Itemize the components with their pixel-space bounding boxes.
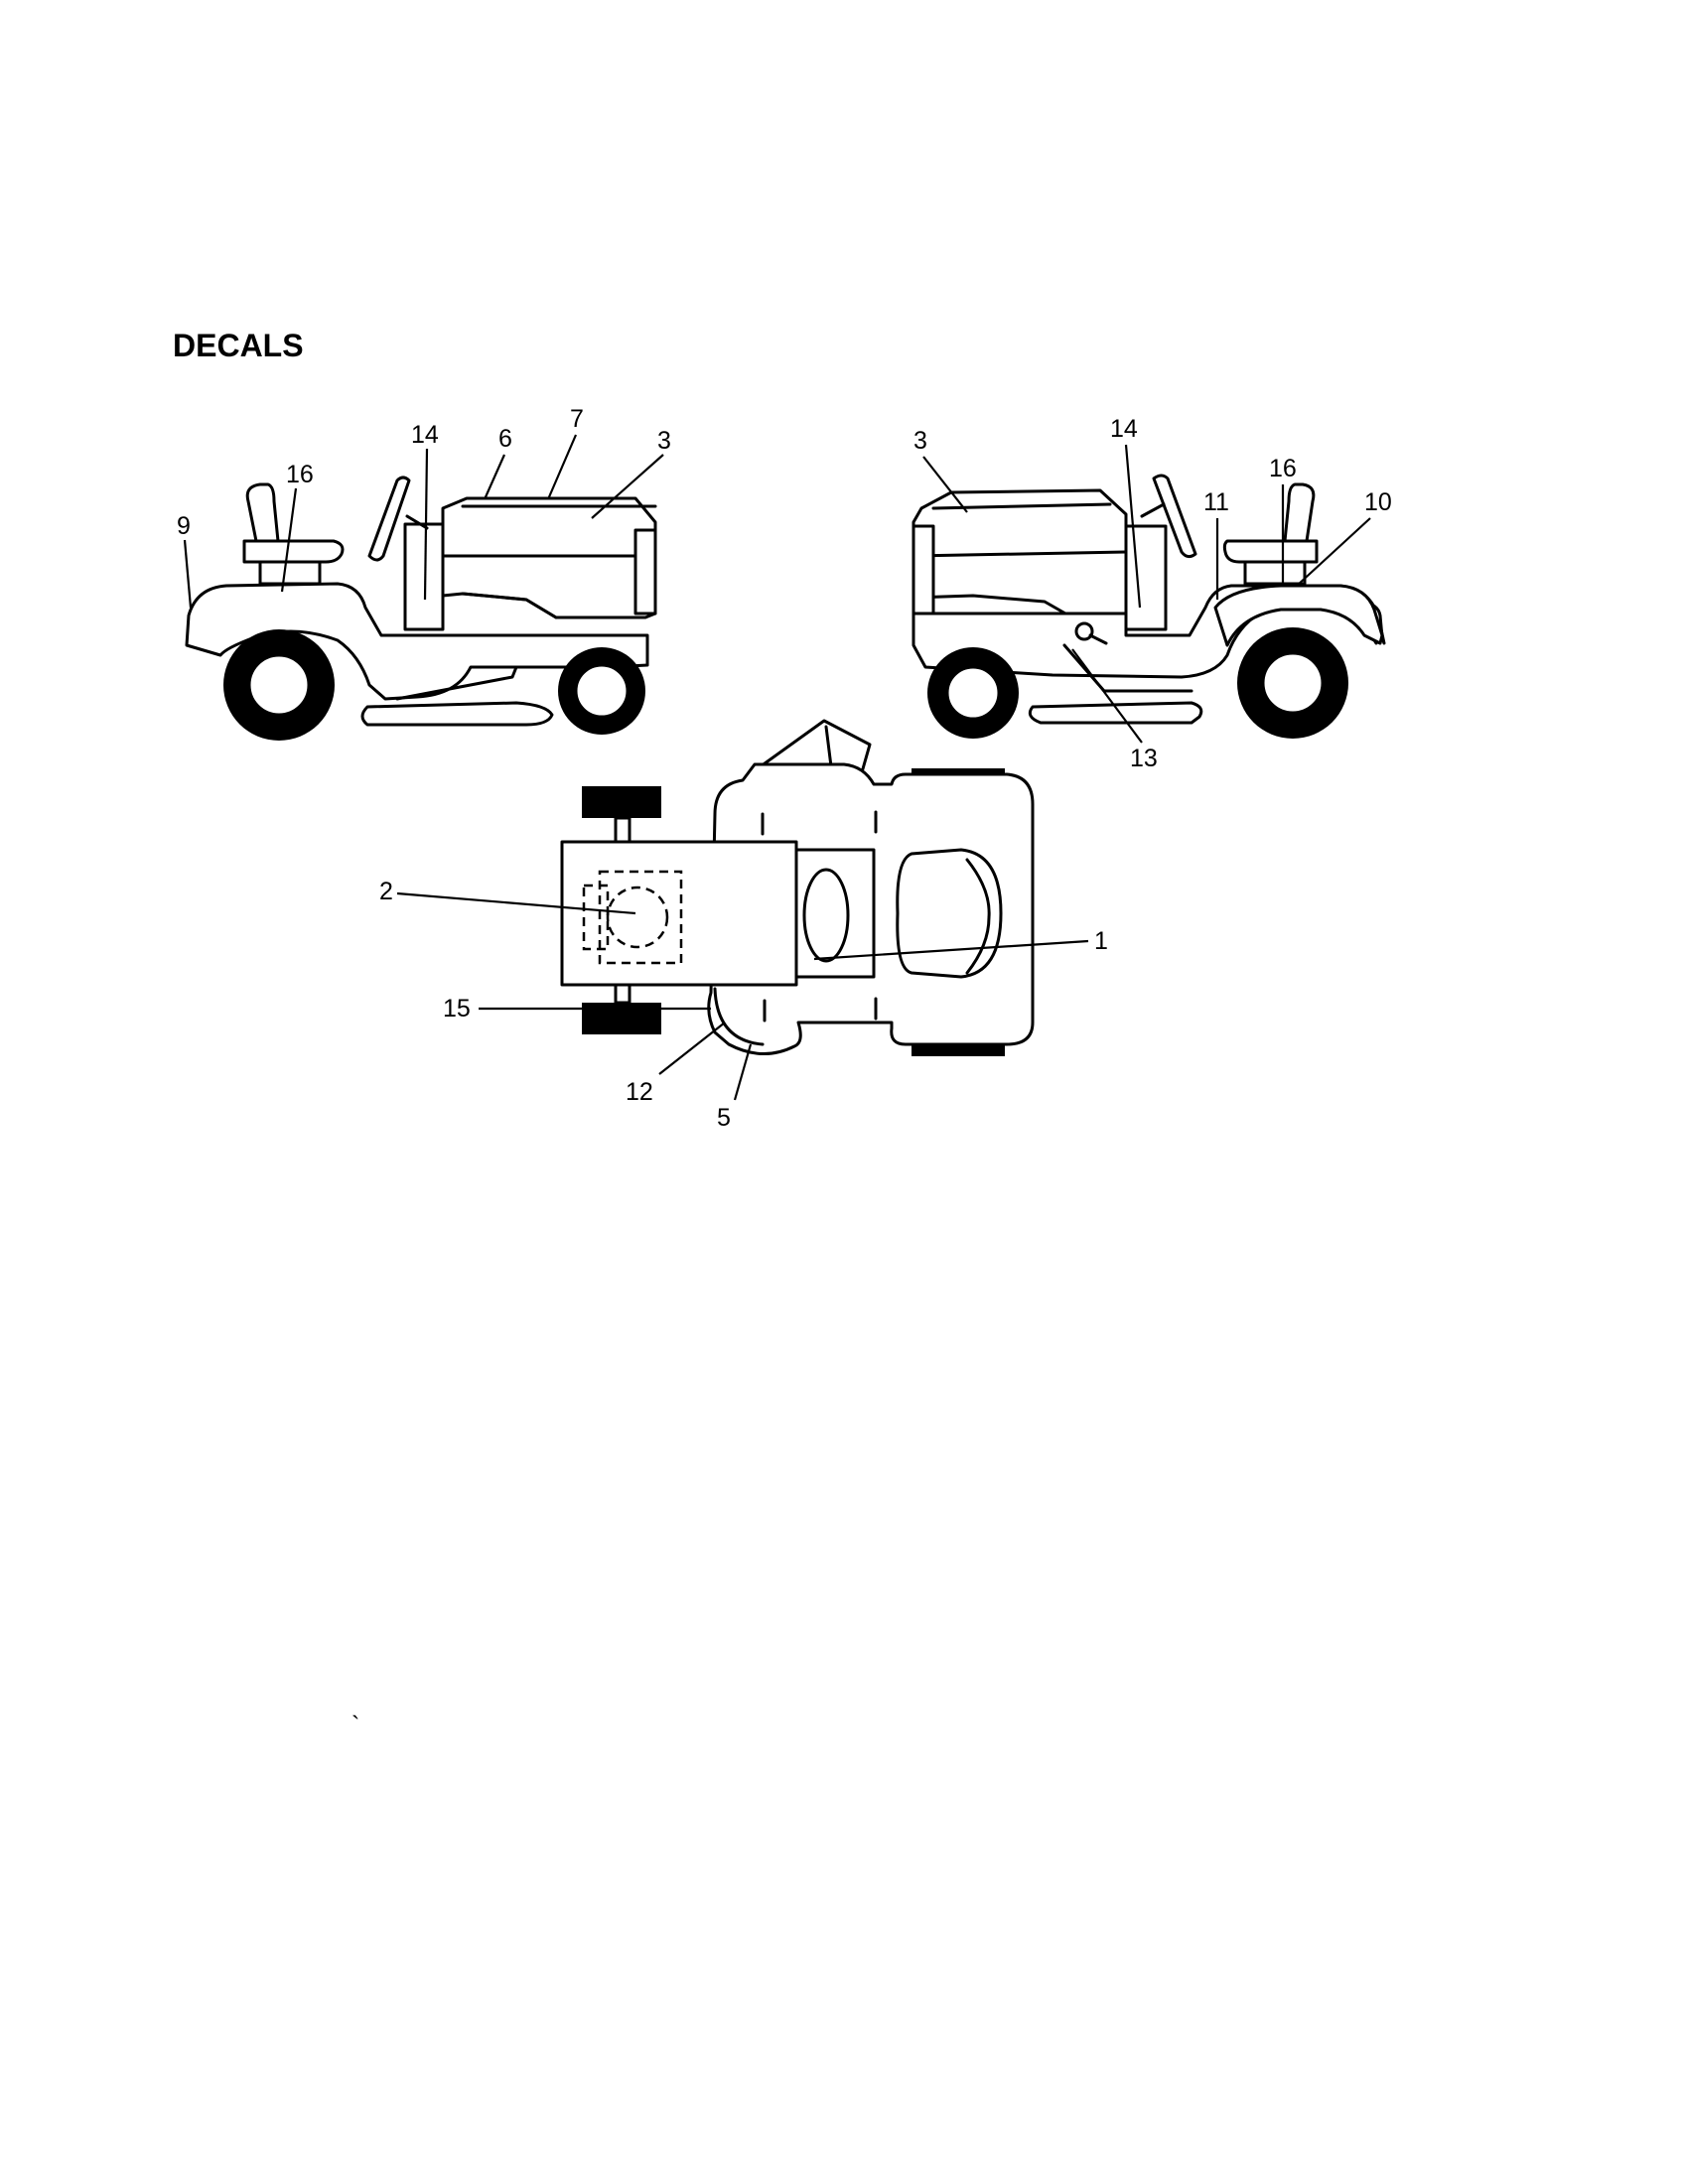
right-view-callouts: 3 14 11 16 10 13: [913, 415, 1392, 772]
callout-9-left: 9: [177, 512, 191, 540]
callout-14-left: 14: [411, 421, 439, 449]
callout-14-right: 14: [1110, 415, 1138, 443]
callout-7-left: 7: [570, 405, 584, 433]
callout-5-top: 5: [717, 1104, 731, 1132]
callout-16-left: 16: [286, 461, 314, 488]
callout-12-top: 12: [626, 1078, 653, 1106]
callout-3-left: 3: [657, 427, 671, 455]
callout-15-top: 15: [443, 995, 471, 1023]
stray-mark: `: [351, 1711, 359, 1739]
tractor-right-side-view: [912, 474, 1386, 739]
tractor-left-side-view: [185, 476, 657, 741]
callout-3-right: 3: [913, 427, 927, 455]
page-title: DECALS: [173, 328, 304, 363]
callout-1-top: 1: [1094, 927, 1108, 955]
callout-6-left: 6: [498, 425, 512, 453]
callout-13-right: 13: [1130, 745, 1158, 772]
top-view-callouts: 2 1 15 12 5: [379, 878, 1108, 1132]
callout-11-right: 11: [1203, 488, 1229, 516]
callout-16-right: 16: [1269, 455, 1297, 482]
left-view-callouts: 14 6 7 3 16 9: [177, 405, 671, 609]
tractor-top-view: [560, 719, 1035, 1056]
callout-2-top: 2: [379, 878, 393, 905]
callout-10-right: 10: [1364, 488, 1392, 516]
